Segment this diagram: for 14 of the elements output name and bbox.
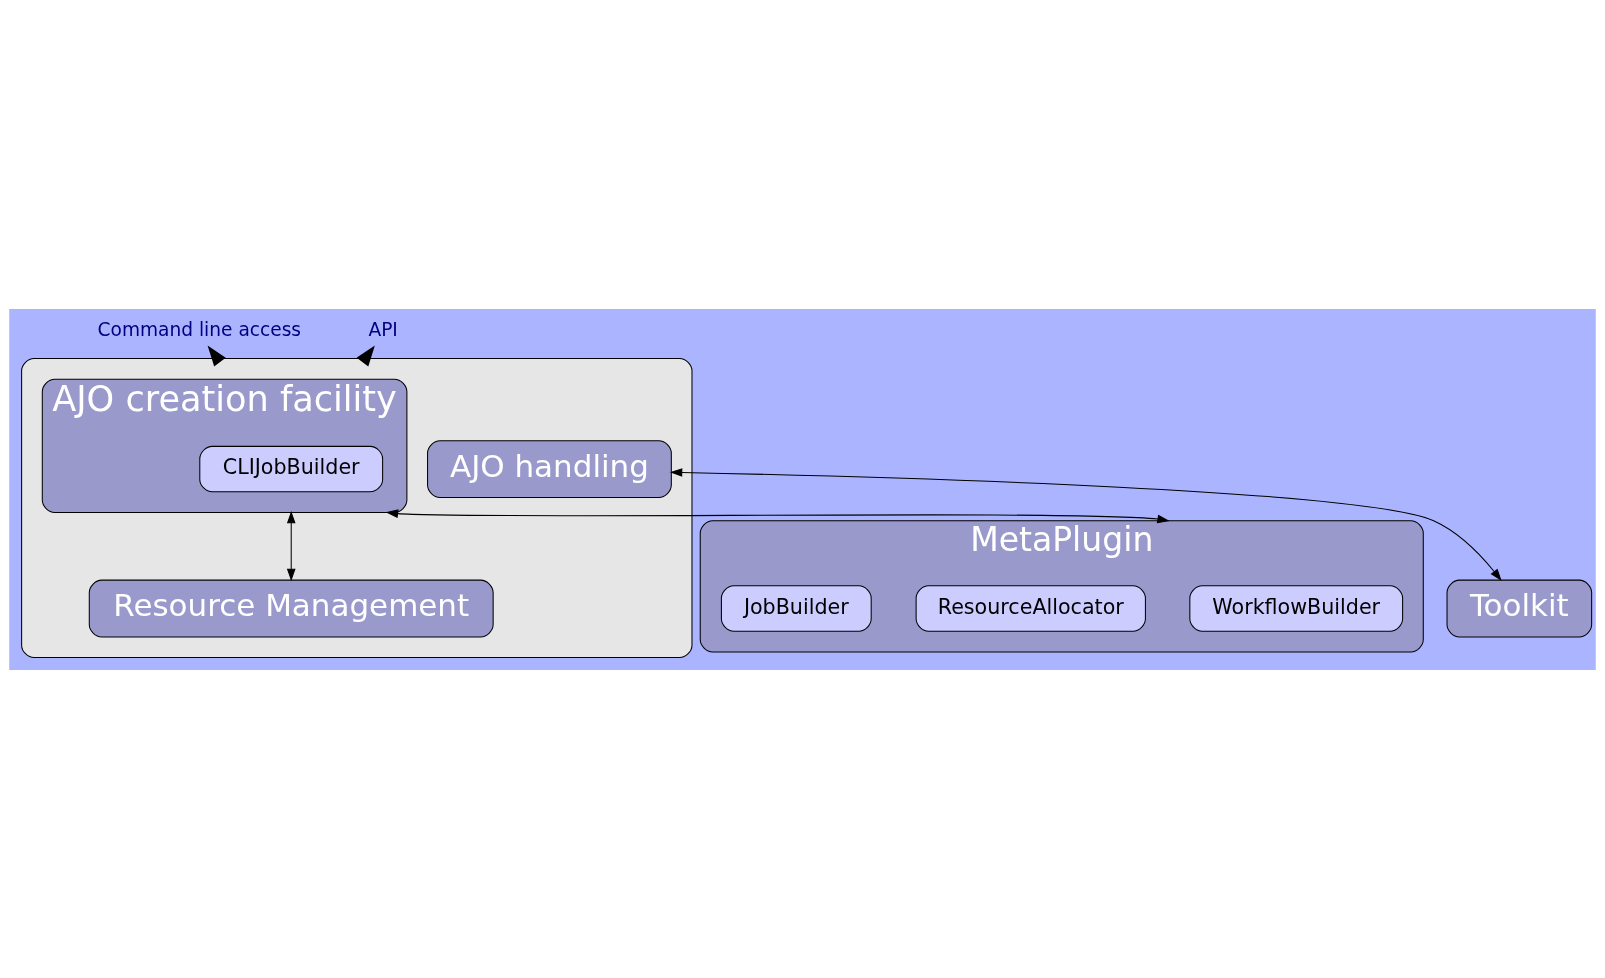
arrow [286, 510, 296, 581]
node-box: AJO handling [427, 439, 672, 498]
node-box: WorkflowBuilder [1189, 584, 1404, 632]
node-text: Command line access [97, 318, 301, 340]
cluster [21, 357, 693, 658]
node-box: JobBuilder [720, 584, 872, 632]
node-box: Resource Management [88, 579, 494, 637]
node-box: Toolkit [1446, 579, 1593, 637]
node-box: ResourceAllocator [915, 584, 1146, 632]
node-box: CLIJobBuilder [199, 445, 384, 492]
arrow [385, 508, 1170, 523]
arrow [669, 467, 1502, 581]
arrow [207, 344, 226, 366]
node-text: API [368, 318, 398, 340]
